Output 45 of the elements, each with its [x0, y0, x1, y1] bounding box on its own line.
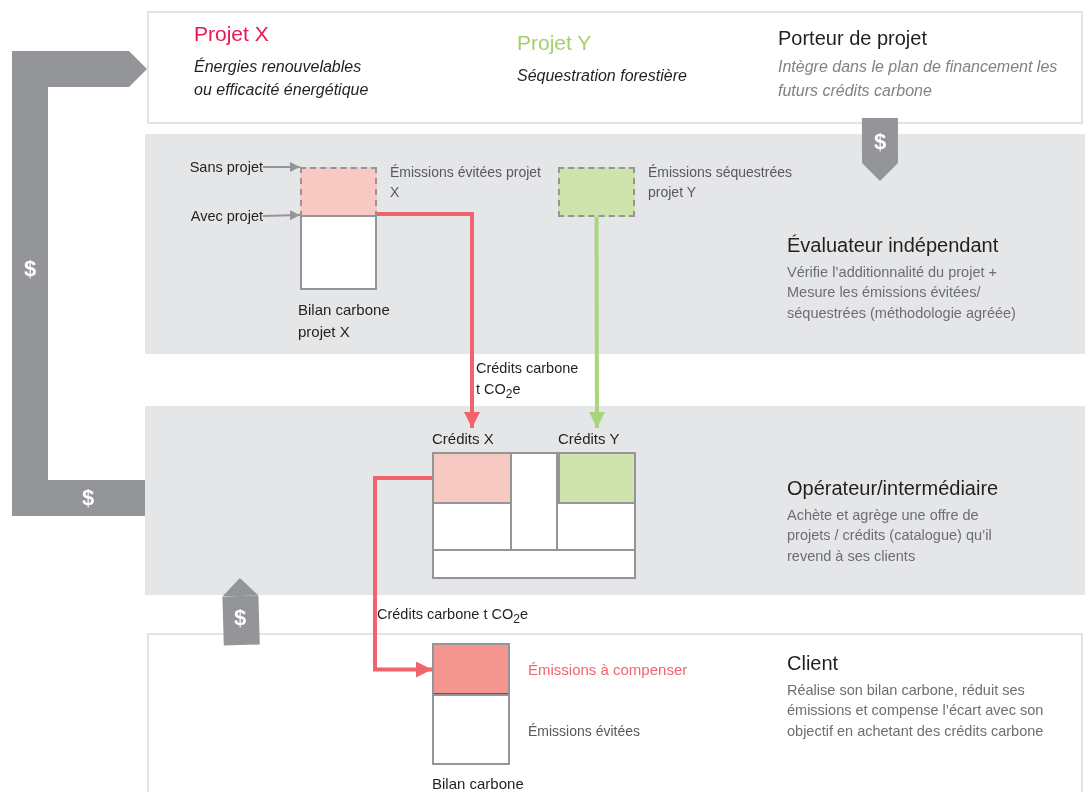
role-band: [145, 406, 1085, 595]
role-heading: Évaluateur indépendant: [787, 233, 1000, 258]
role-heading: Client: [787, 651, 840, 676]
role-description: Réalise son bilan carbone, réduit ses émissions et compense l’écart avec son objectif en achetant des crédits carbone: [787, 681, 1045, 741]
arrow: [377, 212, 480, 428]
credit-catalogue-grid: [432, 452, 636, 579]
box-caption: Émissions à compenser: [528, 660, 689, 680]
role-heading: Porteur de projet: [778, 26, 928, 51]
emissions-to-offset-segment: [432, 643, 510, 696]
role-description: Intègre dans le plan de financement les futurs crédits carbone: [778, 57, 1059, 101]
carbon-balance-bar: [300, 215, 377, 290]
level-label: Sans projet: [165, 157, 263, 177]
dollar-sign: $: [22, 255, 38, 283]
project-title: Projet Y: [517, 31, 593, 55]
dollar-sign: $: [872, 128, 888, 156]
box-caption: Crédits Y: [558, 429, 621, 449]
box-caption: Émissions évitées: [528, 722, 642, 741]
project-description: Séquestration forestière: [517, 66, 688, 86]
box-caption: Bilan carbone: [432, 774, 525, 792]
box-caption: Crédits X: [432, 429, 495, 449]
role-band: [147, 11, 1083, 124]
catalogue-cell: [432, 452, 512, 504]
level-label: Avec projet: [165, 206, 263, 226]
role-band: [147, 633, 1083, 792]
box-caption: Émissions évitées projet X: [390, 163, 542, 203]
project-description: Énergies renouvelables ou efficacité énergétique: [194, 56, 370, 101]
catalogue-cell: [558, 452, 636, 504]
money-flow-arrow: [222, 578, 260, 646]
money-flow-arrow: [861, 117, 898, 181]
arrow: [262, 210, 301, 221]
role-description: Achète et agrège une offre de projets / crédits (catalogue) qu’il revend à ses clients: [787, 506, 993, 566]
role-description: Vérifie l’additionnalité du projet + Mesure les émissions évitées/ séquestrées (méthodologie agréée): [787, 263, 1017, 323]
avoided-emissions-segment: [300, 167, 377, 217]
arrow: [588, 217, 605, 428]
role-band: [145, 134, 1085, 354]
carbon-balance-bar: [432, 694, 510, 765]
project-title: Projet X: [194, 22, 270, 46]
dollar-sign: $: [80, 485, 96, 511]
dollar-sign: $: [232, 604, 248, 632]
box-caption: Bilan carbone projet X: [298, 300, 391, 342]
box-caption: Émissions séquestrées projet Y: [648, 163, 793, 203]
arrow: [262, 162, 301, 172]
sequestered-emissions-segment: [558, 167, 635, 217]
arrow: [373, 476, 432, 678]
role-heading: Opérateur/intermédiaire: [787, 476, 1000, 501]
